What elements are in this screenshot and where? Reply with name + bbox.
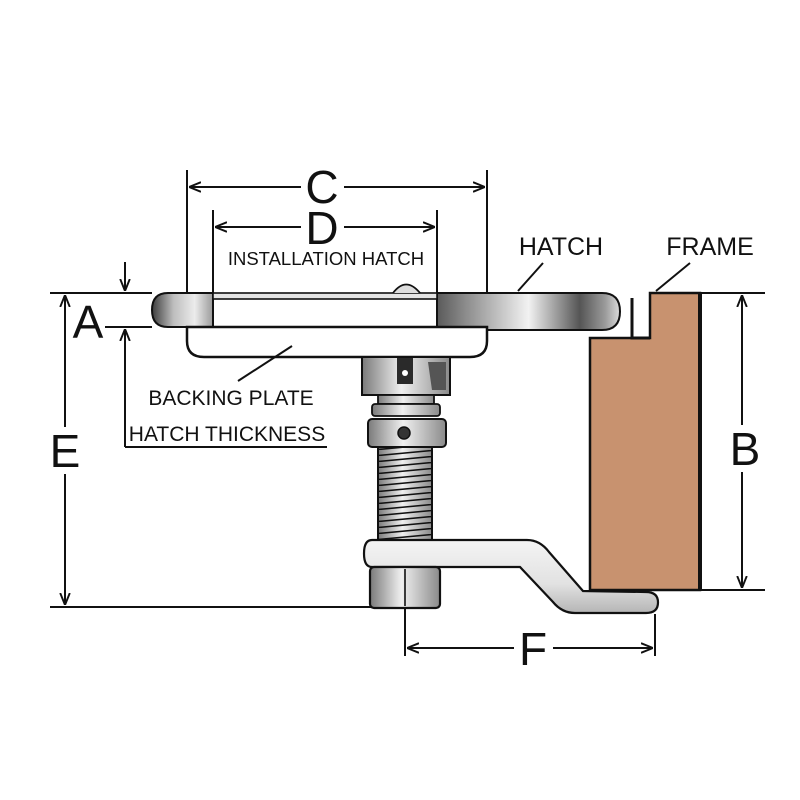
threaded-shaft-threads [377,446,433,541]
latch-housing-side [428,362,446,390]
dimension-b-label: B [730,423,761,475]
frame [588,291,702,592]
backing-plate [185,325,489,359]
hatch-thickness-label: HATCH THICKNESS [129,423,325,446]
latch-mechanism [361,356,660,615]
dimension-c-label: C [305,161,338,213]
latch-washer [371,403,441,417]
dimension-e-label: E [50,425,81,477]
latch-neck [377,394,435,405]
frame-label: FRAME [666,233,754,261]
latch-nut-bore [397,426,411,440]
hatch-center-band [212,292,438,300]
frame-lip [630,298,650,340]
latch-arm [362,538,660,615]
frame-leader-line [655,262,691,292]
backing-plate-leader-line [237,345,293,382]
hatch [150,283,622,331]
dimension-f-label: F [519,623,547,675]
installation-hatch-label: INSTALLATION HATCH [228,248,424,269]
backing-plate-label: BACKING PLATE [148,387,313,410]
hatch-left-section [150,292,214,328]
hatch-label: HATCH [519,233,603,261]
latch-cap [392,283,421,294]
hatch-right-section [436,292,622,331]
latch-cam-pin [402,370,408,376]
labels: C D INSTALLATION HATCH HATCH FRAME A BAC… [50,161,761,675]
hatch-leader-line [517,262,544,292]
dimension-lines [50,170,765,656]
dimension-a-label: A [73,296,104,348]
dimension-d-label: D [305,202,338,254]
